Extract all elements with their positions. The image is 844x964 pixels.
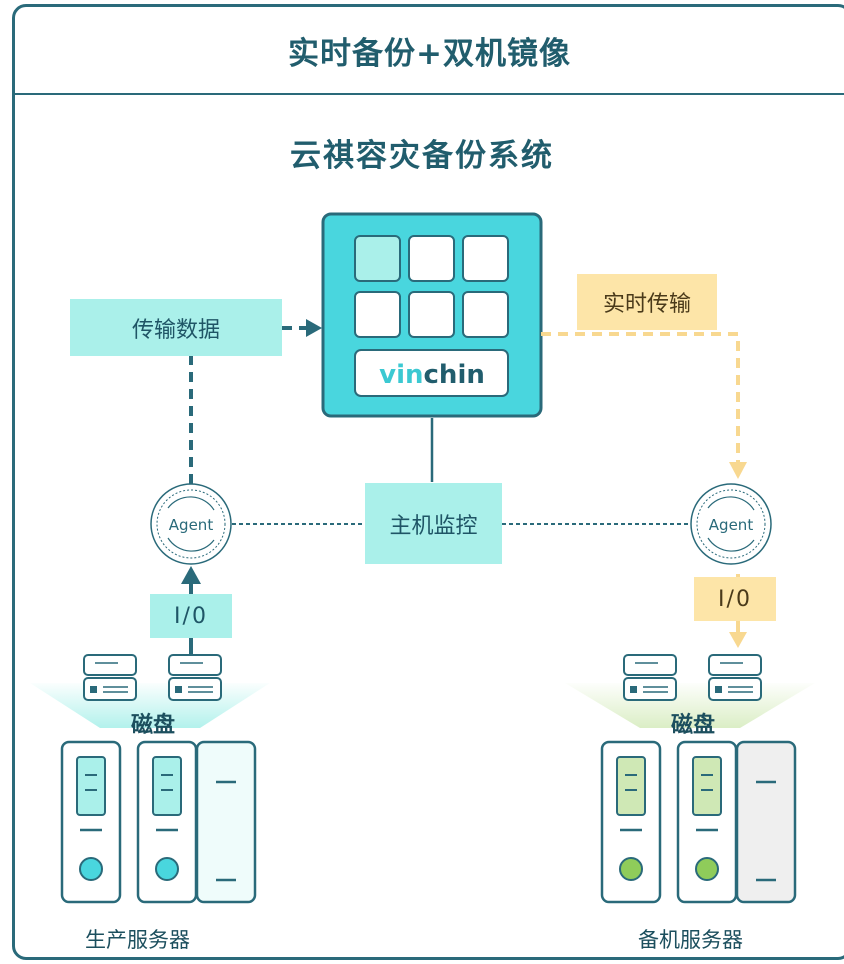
- vinchin-logo: vinchin: [379, 360, 485, 390]
- transfer-data-label: 传输数据: [70, 299, 282, 356]
- host-monitor-label: 主机监控: [365, 483, 502, 564]
- disk-right-2-icon: [708, 654, 762, 701]
- production-server-1-icon: [60, 740, 122, 904]
- transfer-arrow-icon: [306, 319, 322, 337]
- realtime-arrow-icon: [729, 462, 747, 479]
- disk-right-1-icon: [623, 654, 677, 701]
- disk-left-1-icon: [83, 654, 137, 701]
- page-title: 实时备份+双机镜像: [288, 35, 571, 72]
- standby-server-1-icon: [600, 740, 662, 904]
- standby-server-label: 备机服务器: [638, 928, 743, 952]
- disk-left-2-icon: [168, 654, 222, 701]
- disk-left-label: 磁盘: [131, 713, 176, 738]
- diagram-title: 云祺容灾备份系统: [290, 138, 554, 174]
- disk-right-label: 磁盘: [671, 713, 716, 738]
- agent-right-icon: [690, 483, 772, 565]
- agent-right-label: Agent: [709, 516, 754, 534]
- standby-server-3-icon: [735, 740, 797, 904]
- io-right-arrow-icon: [729, 632, 747, 648]
- realtime-transfer-label: 实时传输: [577, 274, 717, 330]
- production-server-label: 生产服务器: [85, 928, 190, 952]
- agent-left-label: Agent: [169, 516, 214, 534]
- io-right-label: I/0: [694, 577, 776, 621]
- production-server-2-icon: [136, 740, 198, 904]
- io-left-label: I/0: [150, 594, 232, 638]
- agent-left-icon: [150, 483, 232, 565]
- standby-server-2-icon: [676, 740, 738, 904]
- realtime-transfer-dashed-line: [541, 332, 740, 462]
- io-left-arrow-icon: [181, 566, 201, 584]
- outer-frame: [12, 4, 844, 960]
- header: 实时备份+双机镜像: [15, 7, 844, 95]
- production-server-3-icon: [195, 740, 257, 904]
- backup-appliance: [321, 212, 543, 418]
